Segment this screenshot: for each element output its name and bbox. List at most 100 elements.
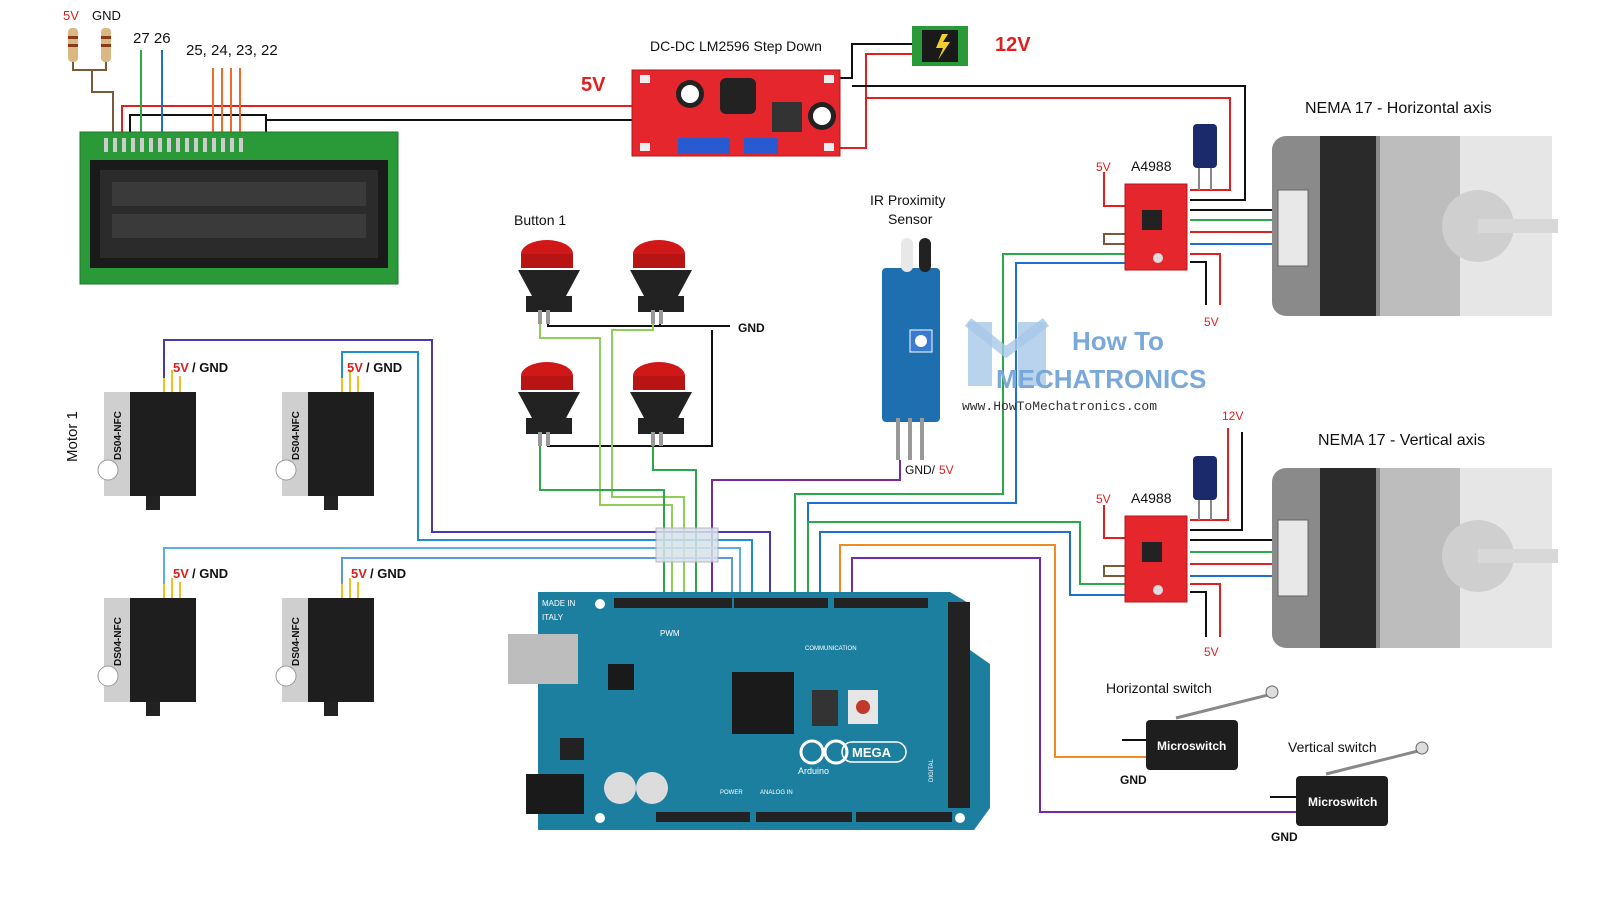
arduino-italy: ITALY [542, 613, 564, 622]
servo4-pins [341, 578, 359, 598]
howtomechatronics-logo [964, 318, 1049, 386]
wire-driver-v-5v [1190, 583, 1221, 637]
microswitch-vertical [1296, 741, 1429, 826]
driver-v-5v-bottom: 5V [1204, 645, 1219, 659]
wire-driver-v-loop [1103, 565, 1125, 577]
button-1 [518, 240, 580, 324]
servo3-gnd: / GND [192, 566, 228, 581]
microswitch-horizontal [1146, 685, 1279, 770]
capacitor-h [1193, 124, 1217, 190]
servo1-5v: 5V [173, 360, 189, 375]
nema17-horizontal [1272, 136, 1558, 316]
servo4-model: DS04-NFC [291, 617, 302, 666]
lcd-resistors [68, 28, 111, 62]
capacitor-v [1193, 456, 1217, 520]
wire-lcd-resistor-1 [72, 62, 114, 150]
hswitch-body-label: Microswitch [1157, 739, 1226, 753]
vswitch-gnd: GND [1271, 830, 1298, 844]
wire-buttons-gnd [547, 310, 730, 327]
ir-power-gnd: GND/ [905, 463, 936, 477]
arduino-mega-board [508, 592, 990, 830]
vswitch-title: Vertical switch [1288, 739, 1377, 755]
wire-driver-v-gnd [1190, 432, 1243, 531]
servo1-model: DS04-NFC [113, 411, 124, 460]
servo-1 [97, 392, 196, 510]
ir-title-line2: Sensor [888, 211, 933, 227]
arduino-mega-text: MEGA [852, 745, 892, 760]
driver-v-12v: 12V [1222, 409, 1243, 423]
power-bolt-icon [936, 34, 950, 60]
label-regulator-5v: 5V [581, 74, 606, 96]
label-lcd-gnd: GND [92, 8, 121, 23]
servo-4 [275, 598, 374, 716]
a4988-driver-vertical [1124, 515, 1188, 603]
wire-jack-gnd [835, 43, 915, 79]
button-2 [630, 240, 692, 324]
driver-v-5v-top: 5V [1096, 492, 1111, 506]
wire-driver-v-12v [1190, 428, 1229, 521]
wire-servo3 [163, 547, 741, 605]
servo2-gnd: / GND [366, 360, 402, 375]
label-lcd-pins-a: 27 26 [133, 30, 171, 47]
servo1-gnd: / GND [192, 360, 228, 375]
arduino-power: POWER [720, 790, 743, 796]
button1-label: Button 1 [514, 212, 566, 228]
wire-driver-v-gnd2 [1190, 591, 1207, 637]
driver-h-5v-top: 5V [1096, 160, 1111, 174]
button-3 [518, 362, 580, 446]
hswitch-title: Horizontal switch [1106, 680, 1212, 696]
nema-v-title: NEMA 17 - Vertical axis [1318, 432, 1485, 449]
wire-driver-v-5v-left [1103, 505, 1125, 539]
lcd-display [79, 131, 399, 285]
servo-3 [97, 598, 196, 716]
wire-servo2 [341, 351, 753, 605]
wire-btn3 [539, 432, 665, 605]
servo3-pins [163, 578, 181, 598]
wire-btn1 [539, 310, 673, 605]
a4988-v-label: A4988 [1131, 490, 1172, 506]
ir-proximity-sensor [882, 238, 940, 460]
arduino-brand: Arduino [798, 766, 829, 776]
wire-driver-h-gnd [1190, 261, 1207, 305]
wire-btn2 [611, 310, 685, 605]
vswitch-body-label: Microswitch [1308, 795, 1377, 809]
servo1-pins [163, 370, 181, 392]
dc-power-jack [912, 26, 968, 66]
servos [97, 392, 374, 716]
wire-gnd-driver-h [852, 85, 1246, 201]
logo-url: www.HowToMechatronics.com [962, 399, 1157, 414]
a4988-h-label: A4988 [1131, 158, 1172, 174]
wire-dir-v [819, 531, 1125, 605]
label-lcd-5v: 5V [63, 8, 79, 23]
ir-power-5v: 5V [939, 463, 954, 477]
servo4-5v: 5V [351, 566, 367, 581]
lm2596-regulator [631, 69, 841, 157]
button-4 [630, 362, 692, 446]
logo-text-1: How To [1072, 326, 1164, 356]
hswitch-gnd: GND [1120, 773, 1147, 787]
ir-title-line1: IR Proximity [870, 192, 945, 208]
wire-12v-driver-h [866, 97, 1231, 191]
wire-servo4 [341, 557, 733, 605]
arduino-communication: COMMUNICATION [805, 646, 857, 652]
logo-text-2: MECHATRONICS [996, 364, 1206, 394]
servo2-model: DS04-NFC [291, 411, 302, 460]
nema17-vertical [1272, 468, 1558, 648]
label-lcd-pins-b: 25, 24, 23, 22 [186, 42, 278, 59]
wire-dir-h [807, 262, 1125, 605]
arduino-made-in: MADE IN [542, 599, 576, 608]
arduino-digital: DIGITAL [929, 758, 935, 782]
wire-driver-h-5v [1190, 253, 1221, 305]
wire-servo1 [163, 339, 771, 605]
push-buttons [518, 240, 692, 446]
arduino-analog-in: ANALOG IN [760, 790, 793, 796]
wire-driver-h-5v-left [1103, 172, 1125, 207]
wire-step-v [807, 521, 1125, 605]
servo2-pins [341, 370, 359, 392]
wire-step-h [794, 253, 1125, 605]
a4988-driver-horizontal [1124, 183, 1188, 271]
wire-junction-block [655, 527, 719, 563]
driver-h-5v-bottom: 5V [1204, 315, 1219, 329]
motor1-label: Motor 1 [64, 411, 81, 462]
